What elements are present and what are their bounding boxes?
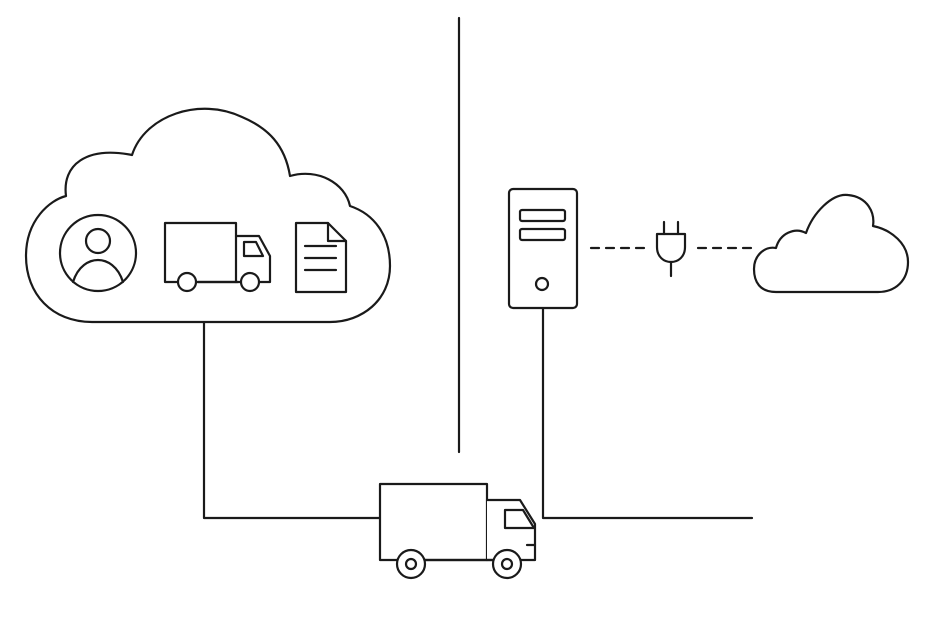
- delivery-truck-icon: [378, 482, 537, 580]
- document-icon: [294, 221, 348, 294]
- server-tower-icon: [507, 187, 579, 310]
- power-plug-icon: [655, 220, 687, 278]
- server-connector: [541, 306, 754, 520]
- remote-cloud-icon: [752, 193, 910, 294]
- cloud-truck-icon: [163, 221, 272, 293]
- user-avatar-icon: [58, 213, 138, 293]
- cloud-to-truck-connector: [202, 320, 382, 520]
- main-cloud-icon: [24, 107, 392, 324]
